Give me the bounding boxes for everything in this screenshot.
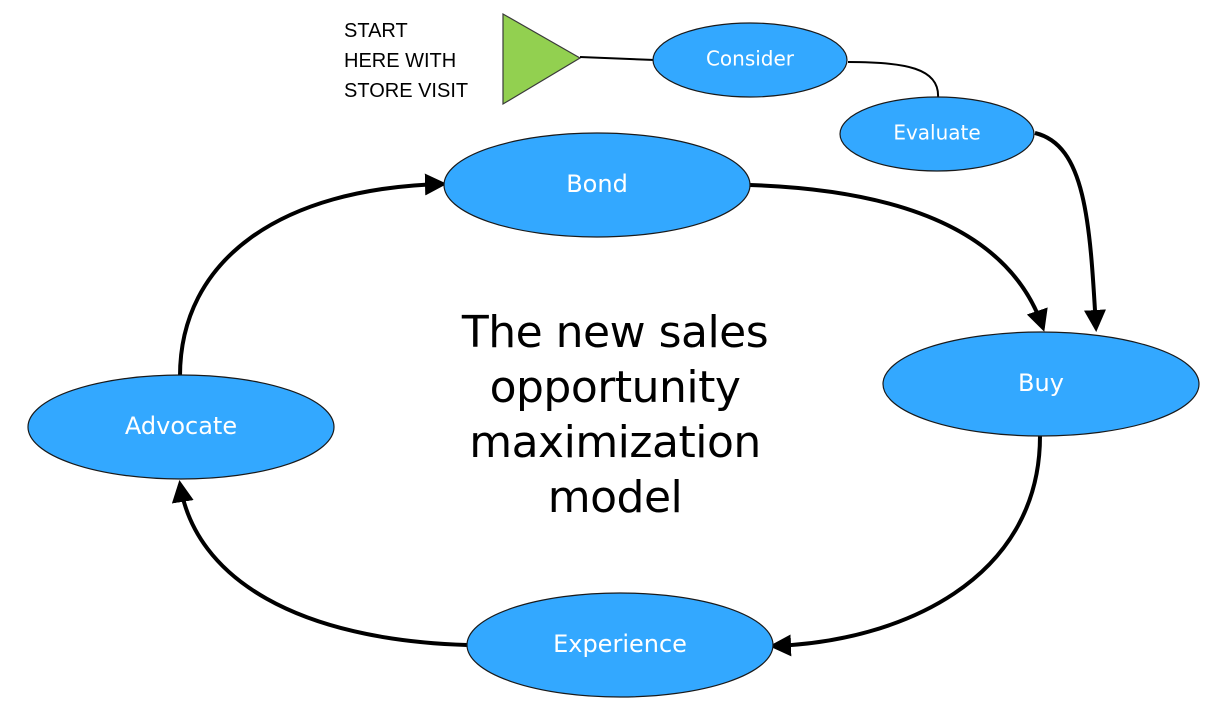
node-buy: Buy (882, 331, 1200, 437)
title-line: opportunity (489, 362, 741, 413)
start-note: START HERE WITH STORE VISIT (344, 16, 468, 106)
node-experience-label: Experience (553, 630, 687, 658)
start-note-line: HERE WITH (344, 50, 457, 72)
node-buy-label: Buy (1018, 369, 1064, 397)
node-bond-label: Bond (566, 170, 628, 198)
node-bond: Bond (443, 132, 751, 238)
node-experience: Experience (466, 592, 774, 698)
node-advocate-label: Advocate (125, 412, 237, 440)
arrow-bond-to-buy (749, 183, 1048, 332)
title-line: The new sales (461, 307, 769, 358)
start-triangle (502, 12, 582, 106)
node-evaluate-label: Evaluate (893, 121, 980, 145)
node-consider: Consider (652, 22, 848, 98)
node-advocate: Advocate (27, 374, 335, 480)
connector-consider-to-evaluate (847, 61, 940, 99)
diagram-title: The new sales opportunity maximization m… (405, 305, 825, 525)
start-note-line: STORE VISIT (344, 80, 469, 102)
title-line: maximization (469, 417, 761, 468)
node-evaluate: Evaluate (839, 96, 1035, 172)
title-line: model (547, 472, 683, 523)
start-note-line: START (344, 20, 408, 42)
arrow-evaluate-to-buy (1034, 131, 1106, 332)
arrow-buy-to-experience (769, 435, 1042, 657)
arrow-advocate-to-bond (178, 173, 447, 377)
connector-start-to-consider (579, 56, 656, 61)
node-consider-label: Consider (706, 47, 795, 71)
arrow-experience-to-advocate (171, 480, 468, 647)
